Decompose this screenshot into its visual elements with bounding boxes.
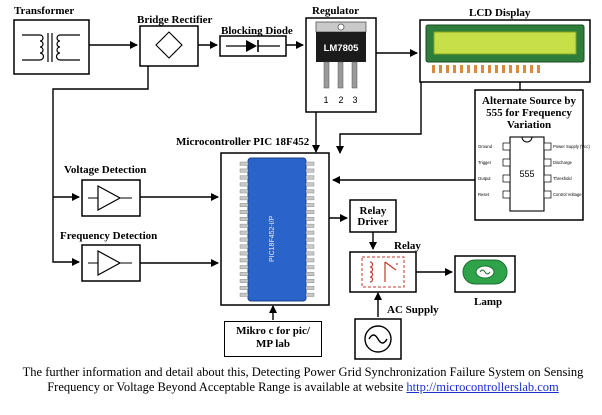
mcu-pin-left xyxy=(239,286,249,290)
relay-symbol xyxy=(349,251,417,293)
mcu-pin-left xyxy=(239,182,249,187)
frequency-detection-symbol xyxy=(81,244,141,282)
lamp-label: Lamp xyxy=(474,296,503,308)
mcu-pin-right xyxy=(305,189,315,194)
mikro-c-box: Mikro c for pic/ MP lab xyxy=(224,321,322,357)
mcu-pin-right xyxy=(305,265,315,270)
transformer-label: Transformer xyxy=(14,5,75,17)
microcontroller-label: Microcontroller PIC 18F452 xyxy=(176,136,310,148)
mcu-pin-left xyxy=(239,258,249,263)
mcu-pin-right xyxy=(305,216,315,221)
mcu-pin-left xyxy=(239,292,249,297)
mcu-pin-left xyxy=(239,244,249,249)
mcu-pin-right xyxy=(305,237,315,242)
regulator-symbol: LM7805 1 2 3 xyxy=(305,17,377,113)
bridge-rectifier-label: Bridge Rectifier xyxy=(137,14,213,26)
lamp-symbol xyxy=(454,255,516,293)
mcu-pin-left xyxy=(239,272,249,276)
mcu-pin-right xyxy=(305,161,315,166)
mcu-pin-left xyxy=(239,189,249,194)
caption: The further information and detail about… xyxy=(20,365,586,395)
mcu-pin-left xyxy=(239,161,249,166)
mcu-pin-right xyxy=(305,210,315,214)
ac-supply-label: AC Supply xyxy=(387,304,439,316)
microcontroller-symbol: PIC18F452-I/P xyxy=(220,152,330,306)
mcu-pin-right xyxy=(305,292,315,297)
lcd-display-label: LCD Display xyxy=(469,7,531,19)
mcu-pin-left xyxy=(239,265,249,270)
mikro-c-label: Mikro c for pic/ MP lab xyxy=(236,325,310,350)
mcu-pin-right xyxy=(305,182,315,187)
mcu-pin-right xyxy=(305,279,315,283)
ic555-pin-left-1: Ground xyxy=(478,144,493,149)
mcu-pin-right xyxy=(305,223,315,228)
regulator-pin-3: 3 xyxy=(352,95,357,105)
mcu-pin-left xyxy=(239,210,249,214)
regulator-part-label: LM7805 xyxy=(324,43,360,54)
ac-supply-symbol xyxy=(354,318,402,360)
relay-driver-label: Relay Driver xyxy=(357,205,389,228)
mcu-pin-right xyxy=(305,175,315,180)
website-link[interactable]: http://microcontrollerslab.com xyxy=(406,380,559,394)
voltage-detection-label: Voltage Detection xyxy=(64,164,147,176)
mcu-pin-right xyxy=(305,251,315,256)
mcu-pin-right xyxy=(305,244,315,249)
ic555-pin-right-3: Threshold xyxy=(553,176,572,181)
mcu-pin-left xyxy=(239,223,249,228)
ic555-pin-right-2: Discharge xyxy=(553,160,573,165)
alternate-source-label: Alternate Source by 555 for Frequency Va… xyxy=(482,95,576,131)
mcu-pin-right xyxy=(305,230,315,235)
blocking-diode-symbol xyxy=(219,35,287,57)
regulator-pin-1: 1 xyxy=(323,95,328,105)
ic555-pin-left-2: Trigger xyxy=(478,160,492,165)
alternate-source-555-symbol: 555 Ground Trigger Output Reset Power Su… xyxy=(474,89,590,221)
caption-text: The further information and detail about… xyxy=(22,365,584,394)
ic555-label: 555 xyxy=(519,169,534,179)
mcu-pin-left xyxy=(239,168,249,173)
mcu-pin-left xyxy=(239,175,249,180)
mcu-pin-right xyxy=(305,168,315,173)
mcu-pin-right xyxy=(305,286,315,290)
bridge-rectifier-symbol xyxy=(139,25,199,67)
mcu-pin-left xyxy=(239,203,249,207)
mcu-pin-right xyxy=(305,203,315,207)
ic555-pin-left-3: Output xyxy=(478,176,491,181)
mcu-pin-left xyxy=(239,230,249,235)
relay-label: Relay xyxy=(394,240,421,252)
mcu-pin-left xyxy=(239,216,249,221)
lcd-display-symbol xyxy=(419,19,591,83)
regulator-pin-2: 2 xyxy=(338,95,343,105)
mcu-pin-right xyxy=(305,196,315,201)
ic555-pin-right-1: Power Supply (Vcc) xyxy=(553,144,590,149)
transformer-symbol xyxy=(13,19,90,75)
mcu-pin-left xyxy=(239,279,249,283)
arrow-bridge-to-frequency-detection xyxy=(52,66,149,266)
mcu-pin-right xyxy=(305,258,315,263)
mcu-pin-left xyxy=(239,237,249,242)
chip-marking: PIC18F452-I/P xyxy=(269,215,276,262)
mcu-pin-left xyxy=(239,196,249,201)
lcd-pins xyxy=(432,65,540,73)
ic555-pin-right-4: Control Voltage xyxy=(553,192,582,197)
mcu-pin-left xyxy=(239,251,249,256)
ic555-pin-left-4: Reset xyxy=(478,192,490,197)
blocking-diode-label: Blocking Diode xyxy=(221,25,293,37)
mcu-pin-right xyxy=(305,272,315,276)
frequency-detection-label: Frequency Detection xyxy=(60,230,158,242)
relay-driver-box xyxy=(349,199,397,233)
voltage-detection-symbol xyxy=(81,179,141,217)
regulator-label: Regulator xyxy=(312,5,360,17)
